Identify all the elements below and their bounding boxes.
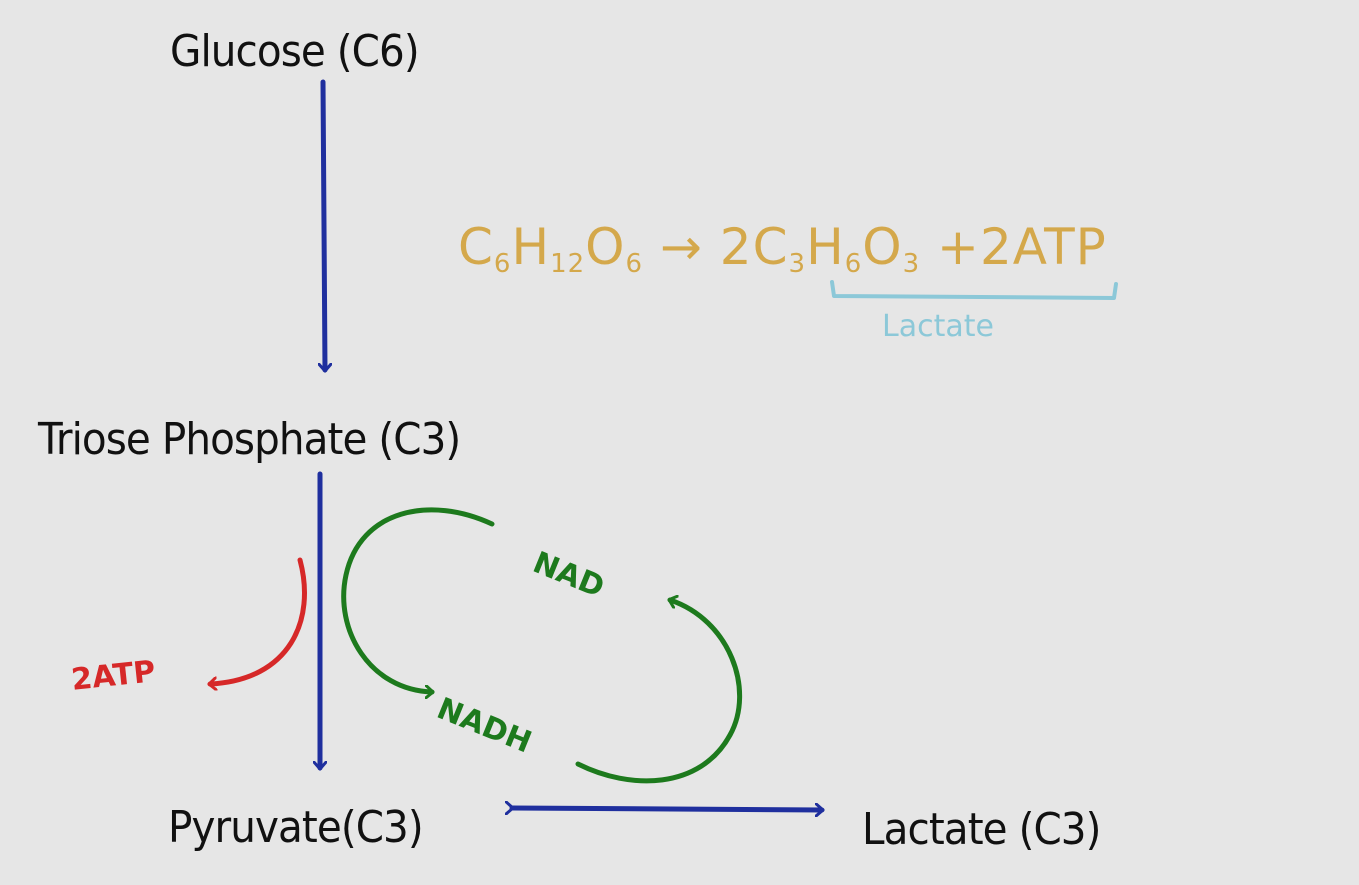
node-lactate: Lactate (C3): [862, 804, 1101, 855]
arrow-pyruvate-lactate: [512, 808, 825, 810]
equation-atp: +2ATP: [937, 218, 1107, 276]
arrow-nad-to-nadh: [341, 507, 495, 692]
equation-product: 2C3H6O3: [719, 218, 921, 279]
lactate-bracket: [830, 280, 1118, 300]
node-triose-phosphate: Triose Phosphate (C3): [38, 414, 461, 465]
arrow-atp-release: [207, 557, 307, 684]
arrow-nadh-to-nad: [575, 600, 743, 784]
arrow-glucose-to-triose: [323, 79, 325, 373]
equation-arrow: →: [659, 218, 703, 276]
node-glucose: Glucose (C6): [170, 26, 420, 77]
equation: C6H12O6 → 2C3H6O3 +2ATP: [458, 222, 1107, 277]
node-pyruvate: Pyruvate(C3): [168, 802, 424, 853]
lactate-bracket-label: Lactate: [882, 309, 994, 344]
label-2atp: 2ATP: [69, 654, 158, 698]
equation-reactant: C6H12O6: [458, 218, 644, 279]
